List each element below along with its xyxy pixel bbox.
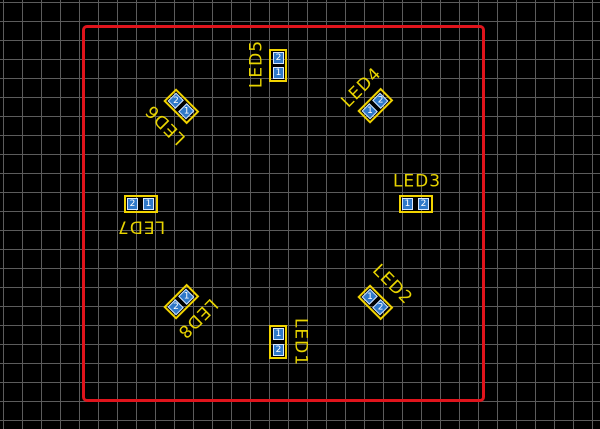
board-outline[interactable]: [82, 25, 485, 402]
pad-2[interactable]: 2: [418, 198, 429, 210]
pad-2[interactable]: 2: [273, 52, 284, 64]
pad-1[interactable]: 1: [273, 67, 284, 79]
designator-led7: LED7: [116, 216, 166, 237]
pad-2[interactable]: 2: [127, 198, 138, 210]
pad-1[interactable]: 1: [143, 198, 154, 210]
pad-1[interactable]: 1: [402, 198, 413, 210]
component-outline: [269, 325, 287, 359]
pad-1[interactable]: 1: [273, 328, 284, 340]
designator-led3: LED3: [392, 171, 442, 192]
component-outline: [399, 195, 433, 213]
component-outline: [124, 195, 158, 213]
designator-led5: LED5: [246, 39, 267, 89]
pad-2[interactable]: 2: [273, 344, 284, 356]
designator-led1: LED1: [290, 317, 311, 367]
component-outline: [269, 49, 287, 82]
